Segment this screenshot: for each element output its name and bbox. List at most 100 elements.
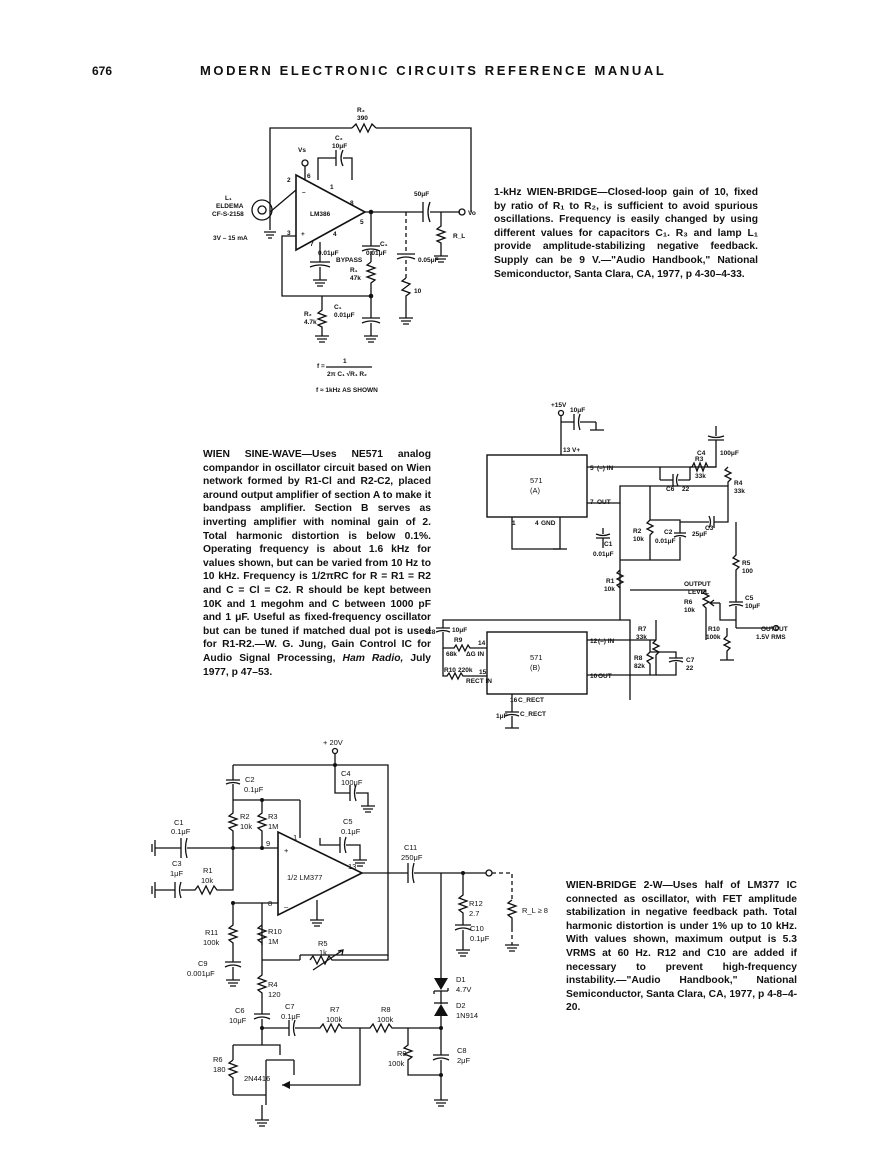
ic-a-label: 571	[530, 476, 543, 485]
caption-journal: Ham Radio,	[342, 652, 404, 664]
pin-16: 16	[510, 697, 518, 704]
pin-4: 4	[535, 520, 539, 527]
c3-label: C3	[705, 525, 714, 532]
r1-label: R1	[606, 578, 615, 585]
pin-13: 13	[348, 862, 356, 871]
crect-label: C_RECT	[518, 697, 544, 704]
caption-lead: WIEN-BRIDGE 2-W	[566, 880, 663, 891]
c1b-value: 0.01μF	[334, 312, 355, 319]
bypass-cap-value: 0.01μF	[318, 250, 339, 257]
r11-label: R11	[205, 928, 218, 937]
r8-label: R8	[634, 655, 643, 662]
running-header: MODERN ELECTRONIC CIRCUITS REFERENCE MAN…	[200, 63, 667, 78]
d1-label: D1	[456, 975, 466, 984]
r12-value: 2.7	[469, 909, 479, 918]
c4-label: C4	[341, 769, 351, 778]
rl-label: R_L ≥ 8	[522, 906, 548, 915]
c7-label: C7	[686, 657, 695, 664]
r11-value: 100k	[203, 938, 220, 947]
r9-value: 100k	[388, 1059, 405, 1068]
c2-value: 0.01μF	[655, 538, 676, 545]
c10-value: 0.1μF	[470, 934, 490, 943]
supply-label: + 20V	[323, 738, 343, 747]
pin-14: 14	[478, 640, 486, 647]
lamp-spec: 3V – 15 mA	[213, 235, 248, 242]
c1-label: C1	[174, 818, 184, 827]
cout-value: 50μF	[414, 191, 429, 198]
r2-value: 10k	[240, 822, 252, 831]
r2-label: R2	[240, 812, 250, 821]
delta-g-label: ΔG IN	[466, 651, 484, 658]
r7-label: R7	[638, 626, 647, 633]
pin-5: 5	[590, 465, 594, 472]
c11-value: 250μF	[401, 853, 423, 862]
r1-value: 10k	[604, 586, 615, 593]
pin-2: 2	[287, 177, 291, 184]
caption-wien-bridge-2w: WIEN-BRIDGE 2-W—Uses half of LM377 IC co…	[566, 879, 797, 1015]
r5-value: 1k	[319, 948, 327, 957]
pin-4: 4	[333, 231, 337, 238]
c2-label: C₂	[335, 135, 343, 142]
c3-label: C3	[172, 859, 182, 868]
vplus-label: V+	[572, 447, 580, 454]
output-value: 1.5V RMS	[756, 634, 786, 641]
caption-wien-sine-wave: WIEN SINE-WAVE—Uses NE571 analog compand…	[203, 448, 431, 679]
r6-value: 10k	[684, 607, 695, 614]
c1-value: 0.01μF	[593, 551, 614, 558]
r4-value: 33k	[734, 488, 745, 495]
c1-value: 0.1μF	[171, 827, 191, 836]
formula-numerator: 1	[343, 358, 347, 365]
c6-label: C6	[666, 486, 675, 493]
r4-value: 120	[268, 990, 281, 999]
r7-value: 100k	[326, 1015, 343, 1024]
pin-3: 3	[287, 230, 291, 237]
output-level-label: OUTPUT	[684, 581, 711, 588]
minus-sign: –	[302, 189, 306, 196]
pin-7: 7	[310, 241, 314, 248]
plus-sign: +	[301, 231, 305, 238]
caption-tail: July 1977, p 47–53.	[203, 652, 431, 678]
pin-12: 12	[590, 638, 598, 645]
r6-label: R6	[684, 599, 693, 606]
r2-value: 10k	[633, 536, 644, 543]
c5-label: C5	[745, 595, 754, 602]
r1-label: R1	[203, 866, 213, 875]
vo-label: Vo	[468, 210, 476, 217]
r12-label: R12	[469, 899, 483, 908]
formula-f: f =	[317, 363, 325, 370]
r3-label: R3	[268, 812, 278, 821]
vs-label: Vs	[298, 147, 306, 154]
c1-label: C1	[604, 541, 613, 548]
c7-value: 0.1μF	[281, 1012, 301, 1021]
caption-body: —Uses half of LM377 IC connected as osci…	[566, 880, 797, 1014]
r9-label: R9	[397, 1049, 407, 1058]
r10-value: 1M	[268, 937, 278, 946]
c1b-label: C₁	[334, 304, 342, 311]
c2-value: 0.1μF	[244, 785, 264, 794]
ic-label: LM386	[310, 211, 331, 218]
c3-value: 25μF	[692, 531, 707, 538]
bypass-label: BYPASS	[336, 257, 363, 264]
r6-label: R6	[213, 1055, 223, 1064]
r10b-label: R10	[444, 667, 456, 674]
r3-value: 1M	[268, 822, 278, 831]
ic-b-label: 571	[530, 653, 543, 662]
plus-sign: +	[284, 846, 289, 855]
pin-10: 10	[590, 673, 598, 680]
r3-value: 390	[357, 115, 368, 122]
gnd-label: GND	[541, 520, 556, 527]
l1-label: L₁	[225, 195, 232, 202]
in-b-label: (–) IN	[598, 638, 615, 645]
in-a-label: (–) IN	[597, 465, 614, 472]
crect-label-2: C_RECT	[520, 711, 546, 718]
d1-value: 4.7V	[456, 985, 471, 994]
caption-lead: 1-kHz WIEN-BRIDGE	[494, 187, 598, 198]
c6-value: 22	[682, 486, 690, 493]
r10-label: R10	[708, 626, 720, 633]
r3-label: R3	[695, 456, 704, 463]
output-label: OUTPUT	[761, 626, 788, 633]
zobel-resistor-value: 10	[414, 288, 422, 295]
